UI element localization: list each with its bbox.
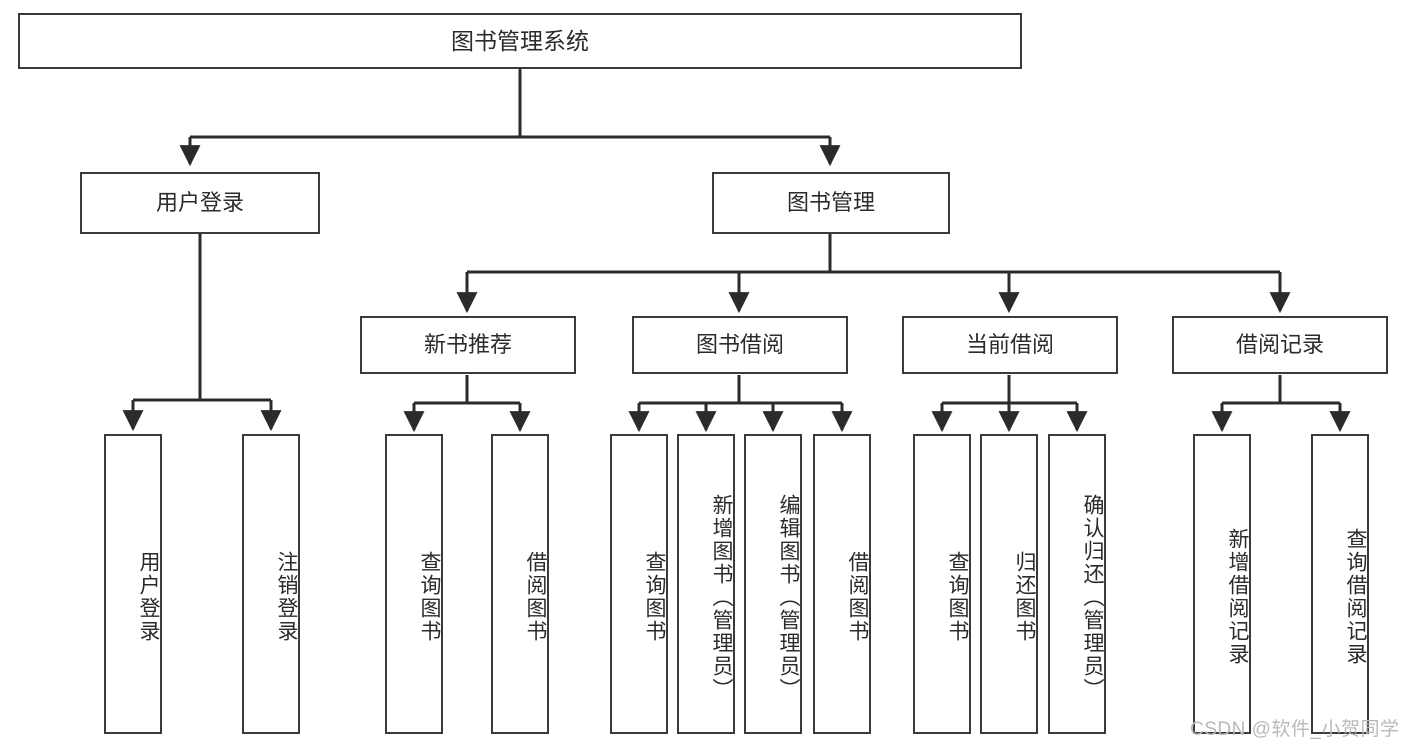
leaf-logout[interactable]: 注销登录 xyxy=(242,434,300,734)
node-new-book-recommend[interactable]: 新书推荐 xyxy=(360,316,576,374)
leaf-query-book-borrow[interactable]: 查询图书 xyxy=(610,434,668,734)
leaf-user-login[interactable]: 用户登录 xyxy=(104,434,162,734)
leaf-query-book-current[interactable]: 查询图书 xyxy=(913,434,971,734)
node-book-borrow[interactable]: 图书借阅 xyxy=(632,316,848,374)
node-borrow-records[interactable]: 借阅记录 xyxy=(1172,316,1388,374)
leaf-add-book-admin[interactable]: 新增图书（管理员） xyxy=(677,434,735,734)
leaf-confirm-return-admin[interactable]: 确认归还（管理员） xyxy=(1048,434,1106,734)
leaf-query-book-recommend[interactable]: 查询图书 xyxy=(385,434,443,734)
node-root-system[interactable]: 图书管理系统 xyxy=(18,13,1022,69)
leaf-borrow-book-recommend[interactable]: 借阅图书 xyxy=(491,434,549,734)
node-user-login[interactable]: 用户登录 xyxy=(80,172,320,234)
leaf-borrow-book[interactable]: 借阅图书 xyxy=(813,434,871,734)
leaf-add-borrow-record[interactable]: 新增借阅记录 xyxy=(1193,434,1251,734)
leaf-query-borrow-record[interactable]: 查询借阅记录 xyxy=(1311,434,1369,734)
watermark-text: CSDN @软件_小贺同学 xyxy=(1190,719,1400,740)
leaf-edit-book-admin[interactable]: 编辑图书（管理员） xyxy=(744,434,802,734)
node-current-borrow[interactable]: 当前借阅 xyxy=(902,316,1118,374)
leaf-return-book[interactable]: 归还图书 xyxy=(980,434,1038,734)
node-book-management[interactable]: 图书管理 xyxy=(712,172,950,234)
